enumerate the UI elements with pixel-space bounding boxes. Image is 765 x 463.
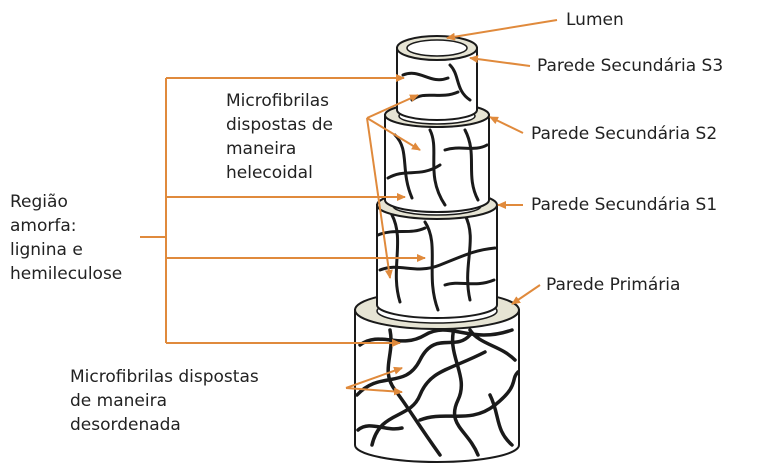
- lumen-arrow: [447, 20, 557, 38]
- label-parede-secundaria-s1: Parede Secundária S1: [531, 193, 717, 217]
- label-lumen: Lumen: [566, 8, 624, 32]
- s3-wall-cylinder: [397, 36, 477, 120]
- label-microfibrilas-desordenada: Microfibrilas dispostas de maneira desor…: [70, 365, 259, 437]
- label-regiao-amorfa: Região amorfa: lignina e hemileculose: [10, 190, 122, 286]
- label-parede-secundaria-s2: Parede Secundária S2: [531, 122, 717, 146]
- s3-arrow: [470, 58, 530, 66]
- s2-arrow: [490, 117, 523, 133]
- label-parede-secundaria-s3: Parede Secundária S3: [537, 54, 723, 78]
- label-parede-primaria: Parede Primária: [546, 273, 680, 297]
- label-microfibrilas-helicoidal: Microfibrilas dispostas de maneira helec…: [226, 89, 333, 185]
- primary-arrow: [512, 285, 540, 304]
